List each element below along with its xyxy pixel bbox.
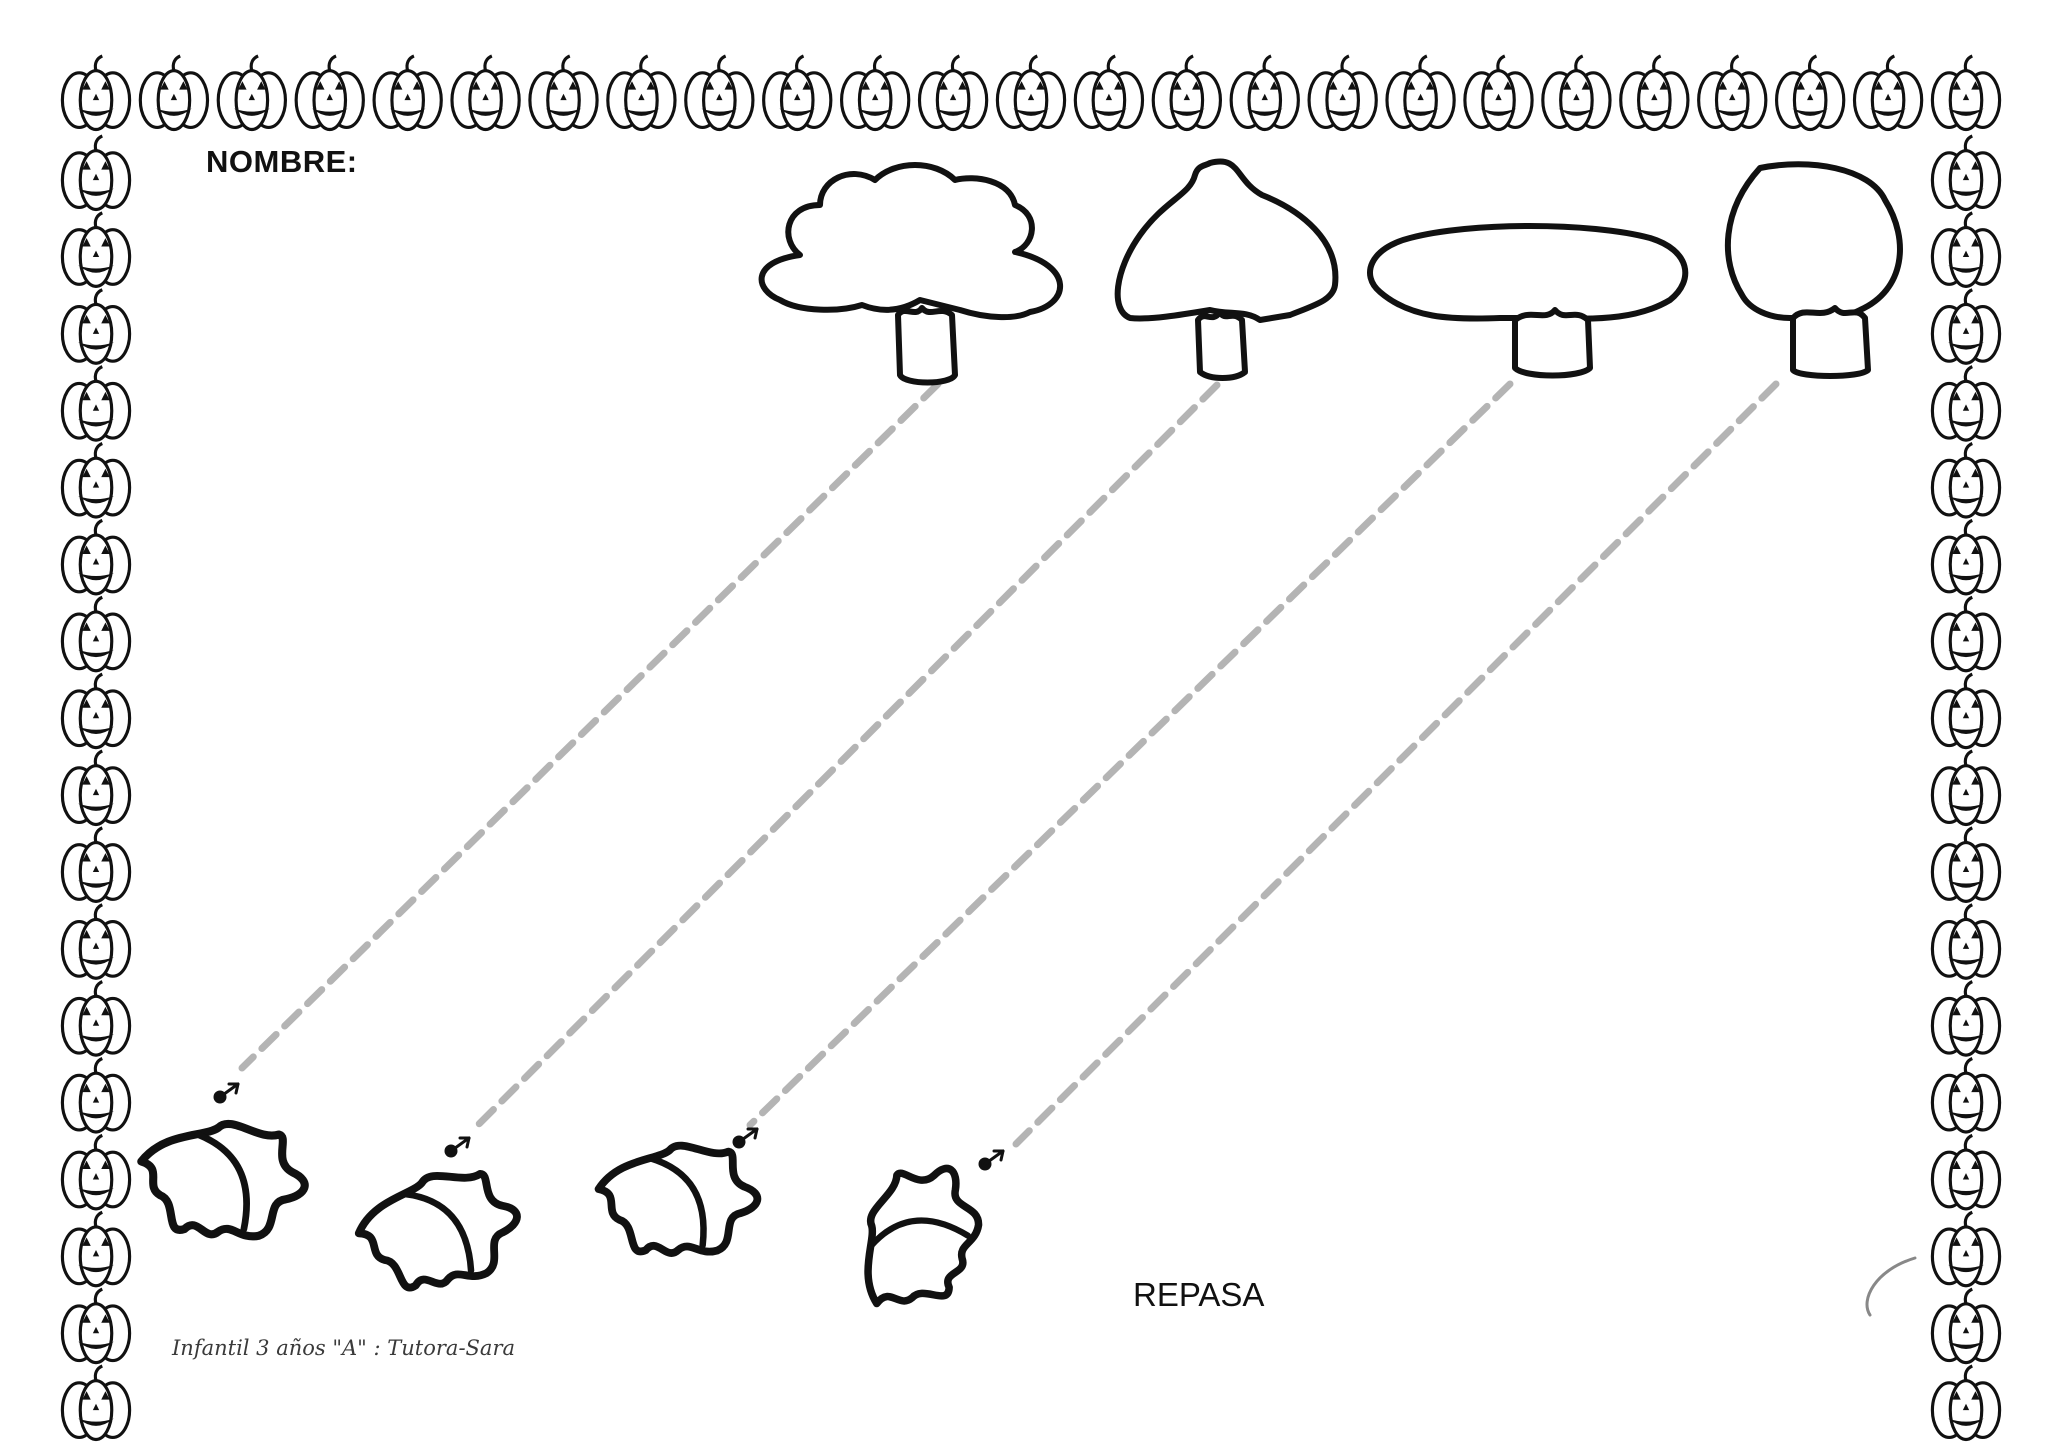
jack-o-lantern-icon xyxy=(1930,903,2002,980)
flat-crown-tree-icon xyxy=(1367,223,1689,379)
cloud-tree-icon xyxy=(758,162,1063,386)
jack-o-lantern-icon xyxy=(1930,672,2002,750)
leaf-icon xyxy=(595,1139,761,1261)
jack-o-lantern-icon xyxy=(60,749,132,827)
jack-o-lantern-icon xyxy=(60,595,132,673)
jack-o-lantern-icon xyxy=(60,980,132,1057)
jack-o-lantern-icon xyxy=(1930,1056,2002,1134)
jack-o-lantern-icon xyxy=(1774,54,1846,132)
jack-o-lantern-icon xyxy=(1930,134,2002,212)
start-arrow-icon xyxy=(213,1082,240,1104)
leaves xyxy=(141,1124,993,1327)
jack-o-lantern-icon xyxy=(60,672,132,750)
jack-o-lantern-icon xyxy=(1930,749,2002,827)
instruction-label: REPASA xyxy=(1133,1276,1265,1313)
jack-o-lantern-icon xyxy=(1385,54,1456,132)
jack-o-lantern-icon xyxy=(995,54,1067,132)
jack-o-lantern-icon xyxy=(60,1287,132,1365)
jack-o-lantern-icon xyxy=(606,54,677,132)
trace-line-1[interactable] xyxy=(238,380,942,1072)
jack-o-lantern-icon xyxy=(1930,1210,2002,1288)
jack-o-lantern-icon xyxy=(528,54,599,132)
jack-o-lantern-icon xyxy=(138,54,210,132)
leaf-icon xyxy=(349,1158,529,1303)
trace-line-2[interactable] xyxy=(467,381,1221,1136)
leaf-icon xyxy=(844,1149,994,1327)
jack-o-lantern-icon xyxy=(60,1364,132,1442)
jack-o-lantern-icon xyxy=(1930,441,2002,519)
jack-o-lantern-icon xyxy=(60,441,132,519)
author-note: Infantil 3 años "A" : Tutora-Sara xyxy=(172,1336,516,1360)
pencil-mark xyxy=(1865,1256,1917,1317)
jack-o-lantern-icon xyxy=(60,1210,132,1288)
trace-line-3[interactable] xyxy=(746,380,1514,1129)
jack-o-lantern-icon xyxy=(1073,54,1145,132)
start-markers xyxy=(213,1082,1005,1171)
jack-o-lantern-icon xyxy=(1930,595,2002,673)
jack-o-lantern-icon xyxy=(1930,1287,2002,1365)
jack-o-lantern-icon xyxy=(1930,1364,2002,1442)
jack-o-lantern-icon xyxy=(294,54,365,132)
jack-o-lantern-icon xyxy=(1852,54,1924,132)
jack-o-lantern-icon xyxy=(60,211,132,288)
jack-o-lantern-icon xyxy=(1930,1133,2002,1211)
jack-o-lantern-icon xyxy=(60,903,132,980)
jack-o-lantern-icon xyxy=(60,518,132,596)
jack-o-lantern-icon xyxy=(1930,826,2002,903)
jack-o-lantern-icon xyxy=(450,54,521,132)
start-arrow-icon xyxy=(732,1127,759,1149)
jack-o-lantern-icon xyxy=(1229,54,1300,132)
jack-o-lantern-icon xyxy=(60,826,132,903)
jack-o-lantern-icon xyxy=(1930,365,2002,442)
jack-o-lantern-icon xyxy=(60,134,132,212)
jack-o-lantern-icon xyxy=(1151,54,1223,132)
trace-line-4[interactable] xyxy=(1012,380,1780,1148)
jack-o-lantern-icon xyxy=(60,54,132,132)
jack-o-lantern-icon xyxy=(1930,54,2002,132)
jack-o-lantern-icon xyxy=(762,54,833,132)
name-label: NOMBRE: xyxy=(206,144,358,179)
jack-o-lantern-icon xyxy=(1619,54,1690,132)
jack-o-lantern-icon xyxy=(216,54,288,132)
onion-dome-tree-icon xyxy=(1114,158,1339,381)
jack-o-lantern-icon xyxy=(1463,54,1534,132)
jack-o-lantern-icon xyxy=(1930,518,2002,596)
jack-o-lantern-icon xyxy=(60,1133,132,1211)
dashed-trace-lines xyxy=(238,380,1780,1148)
jack-o-lantern-icon xyxy=(1930,211,2002,288)
jack-o-lantern-icon xyxy=(1930,980,2002,1057)
round-crown-tree-icon xyxy=(1724,161,1903,379)
jack-o-lantern-icon xyxy=(1307,54,1378,132)
jack-o-lantern-icon xyxy=(1697,54,1768,132)
jack-o-lantern-icon xyxy=(917,54,989,132)
trees xyxy=(758,158,1903,386)
leaf-icon xyxy=(141,1124,304,1236)
start-arrow-icon xyxy=(978,1149,1005,1171)
jack-o-lantern-icon xyxy=(839,54,911,132)
jack-o-lantern-icon xyxy=(372,54,443,132)
start-arrow-icon xyxy=(444,1136,471,1158)
jack-o-lantern-icon xyxy=(684,54,755,132)
jack-o-lantern-icon xyxy=(1541,54,1612,132)
jack-o-lantern-icon xyxy=(60,1056,132,1134)
jack-o-lantern-icon xyxy=(1930,288,2002,365)
jack-o-lantern-icon xyxy=(60,365,132,442)
jack-o-lantern-icon xyxy=(60,288,132,365)
